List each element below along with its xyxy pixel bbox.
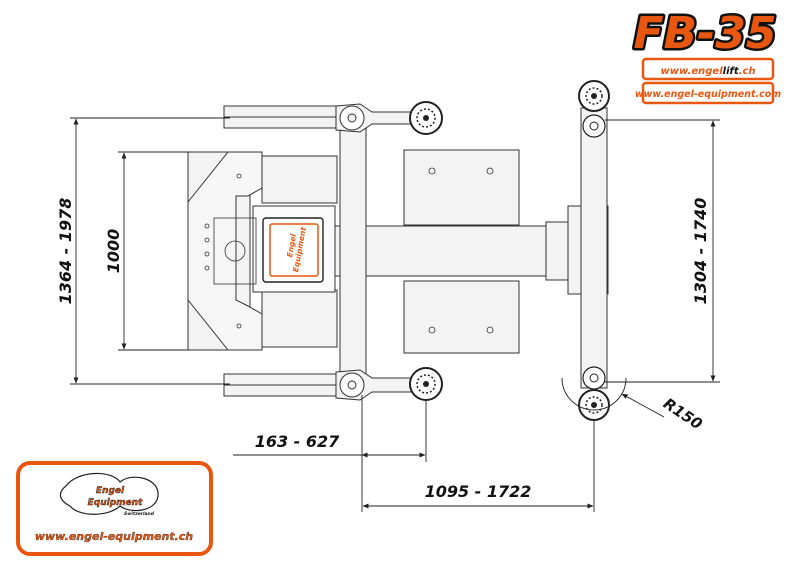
lift-platform <box>187 107 609 391</box>
radius-arc <box>561 377 627 411</box>
dimension-lines <box>70 117 720 512</box>
url-box-primary: www.engellift.ch <box>641 57 775 81</box>
right-axle-column <box>580 107 608 389</box>
wheel-upper-left <box>409 101 443 135</box>
badge-line1: Engel <box>96 486 125 496</box>
plate-label-1: Engel <box>285 233 298 258</box>
brand-badge: Engel Equipment Switzerland www.engel-eq… <box>16 461 213 556</box>
lower-arm <box>223 369 413 401</box>
right-axle-caster <box>582 114 606 390</box>
badge-line3: Switzerland <box>124 511 155 517</box>
dim-bottom-long: 1095 - 1722 <box>425 482 532 501</box>
pad-upper-inner <box>261 155 338 204</box>
model-title-outline: FB-35 <box>633 8 776 59</box>
model-title-text: FB-35 <box>633 8 776 59</box>
upper-arm <box>223 103 413 133</box>
pad-lower-outer <box>403 280 520 354</box>
wheel-lower-left <box>409 367 443 401</box>
pad-holes <box>204 167 494 334</box>
dim-bottom-short: 163 - 627 <box>255 432 340 451</box>
badge-logo-wing-icon <box>59 472 159 515</box>
control-plate: Engel Equipment <box>213 205 336 293</box>
url-primary[interactable]: www.engellift.ch <box>660 66 755 77</box>
dim-left-outer: 1364 - 1978 <box>56 198 75 305</box>
pad-lower-inner <box>261 289 338 348</box>
badge-url[interactable]: www.engel-equipment.ch <box>35 530 194 543</box>
left-axle-column <box>339 119 367 391</box>
dim-left-inner: 1000 <box>104 229 123 274</box>
wheel-upper-right <box>578 80 610 112</box>
pad-upper-outer <box>403 149 520 226</box>
dim-right-span: 1304 - 1740 <box>691 198 710 305</box>
url-box-secondary: www.engel-equipment.com <box>635 81 781 105</box>
wheel-lower-right <box>578 389 610 421</box>
url-secondary[interactable]: www.engel-equipment.com <box>635 89 781 100</box>
badge-line2: Equipment <box>88 498 143 508</box>
dim-radius: R150 <box>660 394 706 433</box>
model-title: FB-35 FB-35 <box>631 6 779 62</box>
